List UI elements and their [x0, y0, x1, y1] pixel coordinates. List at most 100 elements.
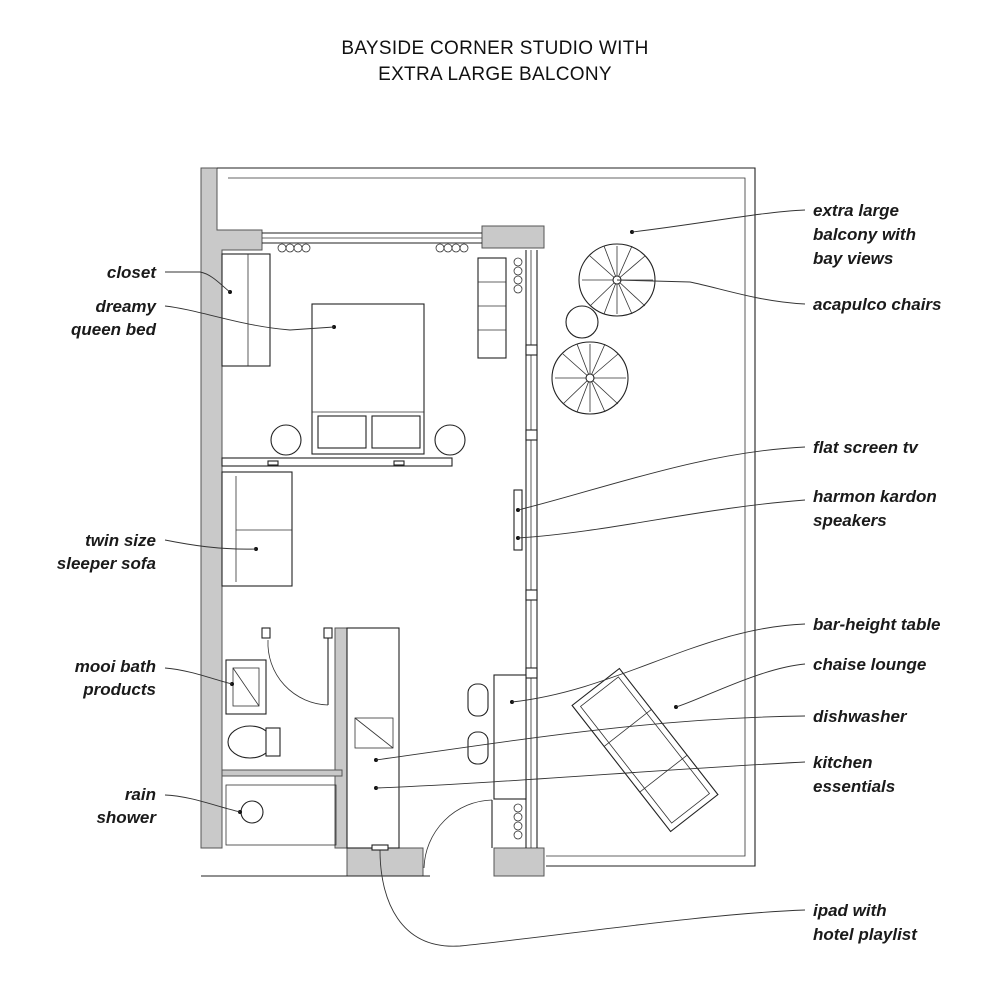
leader-bed: [164, 305, 335, 331]
leader-kitchen: [375, 761, 806, 789]
bath-sink: [232, 667, 260, 707]
bottom-wall-right: [493, 847, 545, 877]
leader-balcony: [631, 209, 806, 233]
bar-table-top: [493, 674, 527, 800]
label-shower-line2: shower: [96, 808, 157, 827]
balcony-furniture: [551, 230, 719, 833]
curtain-side-bottom: [513, 803, 523, 840]
leader-chairs: [616, 279, 806, 305]
label-bath-line2: products: [82, 680, 156, 699]
door-jamb: [261, 627, 271, 639]
leader-ipad: [379, 849, 806, 947]
closet: [221, 253, 271, 367]
label-ipad-line1: ipad with: [813, 901, 887, 920]
top-wall-right-segment: [481, 225, 545, 249]
shower-area: [225, 784, 337, 846]
label-tv: flat screen tv: [813, 438, 919, 457]
title-line-2: EXTRA LARGE BALCONY: [378, 64, 612, 85]
leader-bar-table: [511, 623, 806, 703]
shelf-outlet: [393, 460, 405, 466]
kitchen-counter: [346, 627, 400, 849]
leader-shower: [164, 794, 241, 813]
bed-pillow: [317, 415, 367, 449]
ipad: [371, 844, 389, 851]
entry-door-swing: [423, 799, 493, 869]
nightstand-left: [270, 424, 302, 456]
window-mullion: [525, 429, 538, 441]
title-line-1: BAYSIDE CORNER STUDIO WITH: [341, 38, 648, 59]
sleeper-sofa: [221, 471, 293, 587]
window-mullion: [525, 667, 538, 679]
label-chaise: chaise lounge: [813, 655, 926, 674]
sofa-marker: [254, 547, 258, 551]
label-chairs: acapulco chairs: [813, 295, 942, 314]
label-bed-line1: dreamy: [96, 297, 158, 316]
kitchen: [346, 627, 493, 869]
leader-lines: [164, 209, 806, 947]
balcony-outline: [217, 167, 756, 867]
queen-bed: [221, 303, 466, 467]
shelf-outlet: [267, 460, 279, 466]
bathroom: [225, 627, 337, 846]
label-closet: closet: [107, 263, 157, 282]
bottom-wall-kitchen: [346, 847, 424, 877]
labels-right: extra large balcony with bay views acapu…: [813, 201, 942, 944]
label-bath-line1: mooi bath: [75, 657, 156, 676]
labels-left: closet dreamy queen bed twin size sleepe…: [57, 263, 158, 827]
leader-bath: [164, 667, 233, 685]
leader-closet: [165, 271, 231, 293]
rain-shower-head: [240, 800, 264, 824]
bath-partition-wall: [221, 769, 343, 777]
kitchen-partition-wall: [334, 627, 348, 849]
walls: [200, 167, 545, 877]
bar-table: [467, 674, 527, 800]
tv-unit: [513, 489, 523, 551]
toilet-bowl: [227, 725, 273, 759]
luggage-rack-body: [477, 257, 507, 359]
acapulco-chair: [551, 341, 629, 415]
bath-door-swing: [267, 639, 329, 706]
bar-stool: [467, 683, 489, 717]
plan-title: BAYSIDE CORNER STUDIO WITH EXTRA LARGE B…: [341, 38, 648, 85]
balcony-inner-edge: [228, 177, 746, 857]
bed-pillow: [371, 415, 421, 449]
label-bar-table: bar-height table: [813, 615, 941, 634]
side-table: [565, 305, 599, 339]
kitchen-sink: [354, 717, 394, 749]
label-shower-line1: rain: [125, 785, 156, 804]
bar-stool: [467, 731, 489, 765]
leader-speakers: [517, 499, 806, 539]
label-ipad-line2: hotel playlist: [813, 925, 918, 944]
curtain-side-top: [513, 257, 523, 294]
label-kitchen-line1: kitchen: [813, 753, 873, 772]
left-exterior-wall: [200, 167, 263, 849]
label-balcony-line1: extra large: [813, 201, 899, 220]
nightstand-right: [434, 424, 466, 456]
label-balcony-line3: bay views: [813, 249, 893, 268]
sofa-body: [221, 471, 293, 587]
toilet-tank: [265, 727, 281, 757]
chaise-lounge: [571, 667, 719, 833]
door-jamb: [323, 627, 333, 639]
label-bed-line2: queen bed: [71, 320, 157, 339]
leader-chaise: [675, 663, 806, 708]
leader-dishwasher: [375, 715, 806, 761]
label-speakers-line2: speakers: [813, 511, 887, 530]
leader-sofa: [164, 539, 257, 550]
label-speakers-line1: harmon kardon: [813, 487, 937, 506]
luggage-rack: [477, 257, 507, 359]
leader-tv: [517, 446, 806, 511]
curtain-right: [435, 243, 469, 253]
label-dishwasher: dishwasher: [813, 707, 908, 726]
window-mullion: [525, 344, 538, 356]
balcony-outer-edge: [217, 167, 756, 867]
label-sofa-line1: twin size: [85, 531, 156, 550]
headboard-shelf: [221, 457, 453, 467]
label-sofa-line2: sleeper sofa: [57, 554, 156, 573]
label-balcony-line2: balcony with: [813, 225, 916, 244]
window-mullion: [525, 589, 538, 601]
curtain-left: [277, 243, 311, 253]
label-kitchen-line2: essentials: [813, 777, 895, 796]
closet-body: [221, 253, 271, 367]
